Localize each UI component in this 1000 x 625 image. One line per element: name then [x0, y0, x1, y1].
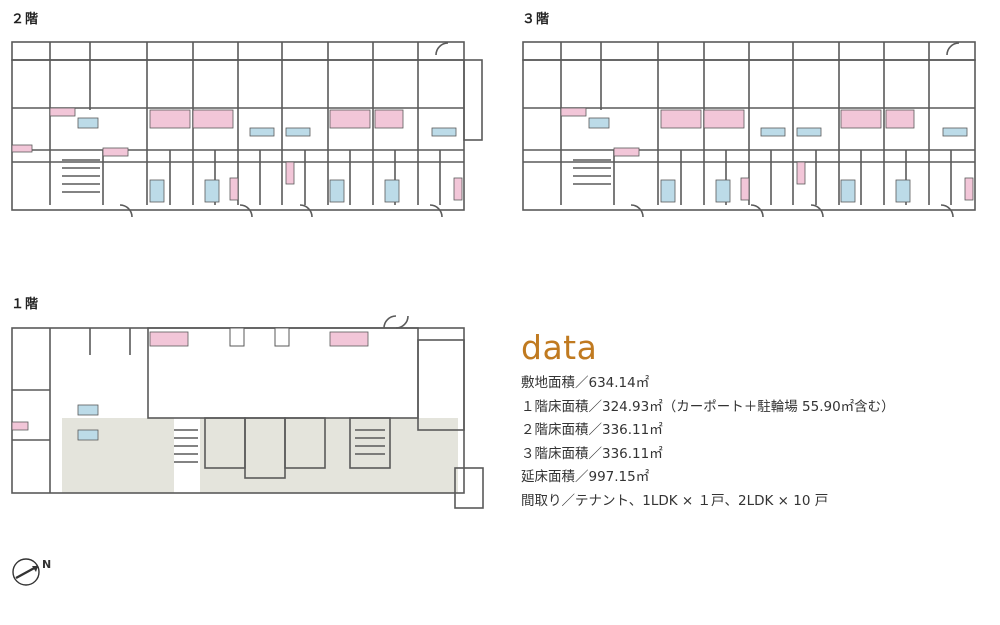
floor-1-plan	[0, 310, 490, 515]
floor-3-label: ３階	[522, 12, 551, 27]
data-item-layout: 間取り／テナント、1LDK × １戸、2LDK × 10 戸	[521, 492, 829, 509]
data-item-floor3-area: ３階床面積／336.11㎡	[521, 445, 663, 462]
floor-3-plan	[511, 0, 1000, 225]
data-item-site-area: 敷地面積／634.14㎡	[521, 375, 650, 391]
floor-3-plan-drawing	[522, 41, 976, 218]
data-item-total-area: 延床面積／997.15㎡	[521, 469, 650, 485]
north-arrow-drawing: N	[12, 558, 51, 586]
data-item-floor1-area: １階床面積／324.93㎡（カーポート＋駐輪場 55.90㎡含む）	[521, 398, 895, 415]
north-arrow-icon: N	[8, 552, 58, 597]
floor-2-plan-drawing	[11, 41, 483, 218]
data-item-floor2-area: ２階床面積／336.11㎡	[521, 422, 663, 438]
floor-2-label: ２階	[11, 12, 40, 27]
floor-1-label: １階	[11, 297, 40, 312]
north-label: N	[42, 558, 51, 571]
data-title: data	[521, 328, 598, 367]
floor-2-plan	[0, 0, 490, 225]
floor-1-plan-drawing	[11, 315, 484, 509]
data-list: 敷地面積／634.14㎡ １階床面積／324.93㎡（カーポート＋駐輪場 55.…	[521, 372, 895, 513]
